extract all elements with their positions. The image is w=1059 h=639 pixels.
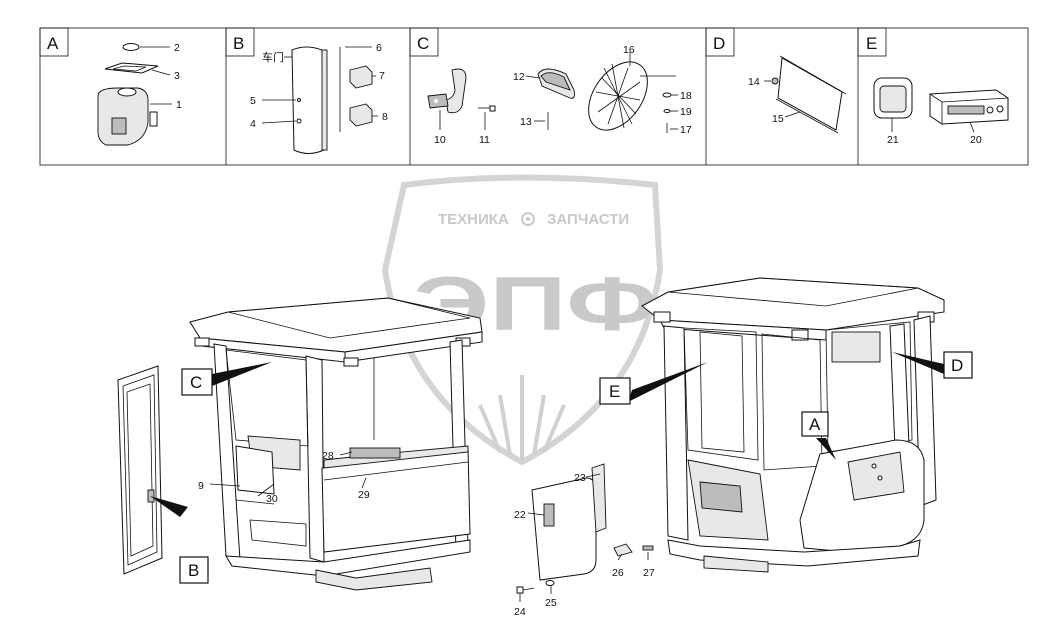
callout-16: 16 [623, 44, 635, 56]
cab-left [189, 297, 483, 591]
callout-22: 22 [514, 509, 526, 521]
panel-d: D 14 15 [705, 27, 847, 134]
callout-8: 8 [382, 111, 388, 123]
callout-30: 30 [266, 493, 278, 505]
callout-24: 24 [514, 606, 526, 618]
floor-cover-panel [531, 477, 597, 581]
leader-lines [209, 451, 649, 602]
main-label-e: E [609, 382, 620, 401]
small-clip [642, 545, 654, 551]
callout-14: 14 [748, 76, 760, 88]
main-callouts: 9 30 28 29 23 22 26 27 24 25 [198, 450, 655, 618]
callout-3: 3 [174, 70, 180, 82]
main-label-a: A [809, 415, 821, 434]
main-label-b: B [188, 561, 199, 580]
door-frame-section [291, 46, 328, 154]
callout-1: 1 [176, 99, 182, 111]
panel-d-letter: D [713, 34, 725, 53]
speaker [873, 77, 913, 119]
reservoir-cap [122, 43, 140, 51]
callout-12: 12 [513, 71, 525, 83]
section-arrows [150, 352, 944, 517]
callout-26: 26 [612, 567, 624, 579]
cab-right [641, 277, 945, 573]
panel-c: C [409, 27, 692, 146]
callout-27: 27 [643, 567, 655, 579]
cab-door [117, 365, 163, 575]
screw-and-washer [516, 580, 555, 594]
panel-b-letter: B [233, 34, 244, 53]
callout-6: 6 [376, 42, 382, 54]
watermark-text-left: ТЕХНИКА [438, 211, 509, 228]
rearview-mirror [537, 68, 575, 99]
panel-a: A 2 3 1 [39, 27, 182, 146]
section-labels: C B E D A [179, 351, 973, 584]
panel-e-letter: E [866, 34, 877, 53]
callout-29: 29 [358, 489, 370, 501]
callout-10: 10 [434, 134, 446, 146]
mirror-bolt [478, 105, 496, 112]
main-label-d: D [951, 356, 963, 375]
door-label: 车门 [262, 50, 284, 64]
roller-blind [775, 55, 847, 134]
radio-unit [929, 89, 1009, 125]
callout-11: 11 [479, 134, 490, 146]
panel-b: B 车门 6 7 5 4 8 [225, 27, 388, 154]
panel-c-letter: C [417, 34, 429, 53]
callout-21: 21 [887, 134, 899, 146]
callout-4: 4 [250, 118, 256, 130]
washer-reservoir [97, 87, 158, 146]
cover-plate [613, 543, 633, 557]
watermark-text-right: ЗАПЧАСТИ [547, 211, 629, 228]
callout-20: 20 [970, 134, 982, 146]
callout-13: 13 [520, 116, 532, 128]
wheat-emblem-icon [478, 375, 566, 462]
callout-18: 18 [680, 90, 692, 102]
callout-17: 17 [680, 124, 692, 136]
callout-15: 15 [772, 113, 784, 125]
main-label-c: C [190, 373, 202, 392]
callout-25: 25 [545, 597, 557, 609]
callout-9: 9 [198, 480, 204, 492]
callout-23: 23 [574, 472, 586, 484]
callout-19: 19 [680, 106, 692, 118]
callout-7: 7 [379, 70, 385, 82]
rubber-buffer-upper [349, 65, 373, 89]
sun-visor [588, 61, 676, 131]
rubber-buffer-lower [349, 103, 373, 127]
reservoir-gasket [104, 62, 159, 74]
watermark: ТЕХНИКА ЗАПЧАСТИ ЭПФ [381, 174, 664, 466]
panel-e: E 21 20 [857, 27, 1009, 146]
mirror-bracket [427, 68, 467, 114]
gear-icon [521, 212, 535, 226]
callout-28: 28 [322, 450, 334, 462]
callout-2: 2 [174, 42, 180, 54]
seal-strip [591, 463, 607, 533]
callout-5: 5 [250, 95, 256, 107]
panel-a-letter: A [47, 34, 59, 53]
